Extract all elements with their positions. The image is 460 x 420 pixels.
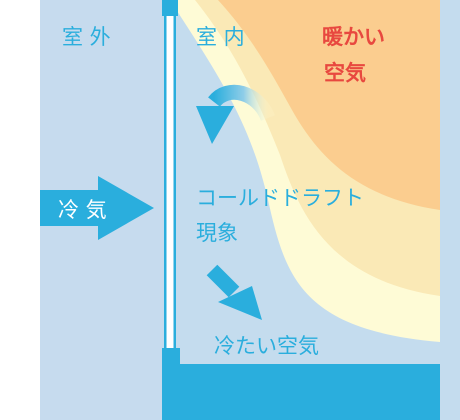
cold-air-inflow-label: 冷 気 bbox=[58, 198, 107, 222]
floor bbox=[162, 364, 440, 420]
window-pane-right bbox=[173, 16, 176, 348]
warm-air-label-line2: 空気 bbox=[324, 61, 366, 85]
warm-air-area bbox=[218, 0, 440, 210]
diagonal-down-arrow-icon bbox=[206, 264, 262, 320]
outdoor-label: 室 外 bbox=[62, 25, 111, 49]
phenomenon-label-line1: コールドドラフト bbox=[196, 186, 364, 210]
warm-air-label-line1: 暖かい bbox=[322, 25, 385, 49]
window-pane-left bbox=[164, 16, 167, 348]
curved-down-arrow-icon bbox=[196, 84, 275, 144]
indoor-label: 室 内 bbox=[196, 25, 245, 49]
cold-air-label: 冷たい空気 bbox=[214, 334, 319, 358]
window-glass bbox=[166, 16, 174, 348]
window-frame-top bbox=[162, 0, 178, 16]
window-frame-bottom bbox=[162, 348, 180, 364]
right-arrow-icon bbox=[40, 176, 154, 240]
phenomenon-label-line2: 現象 bbox=[196, 221, 238, 245]
